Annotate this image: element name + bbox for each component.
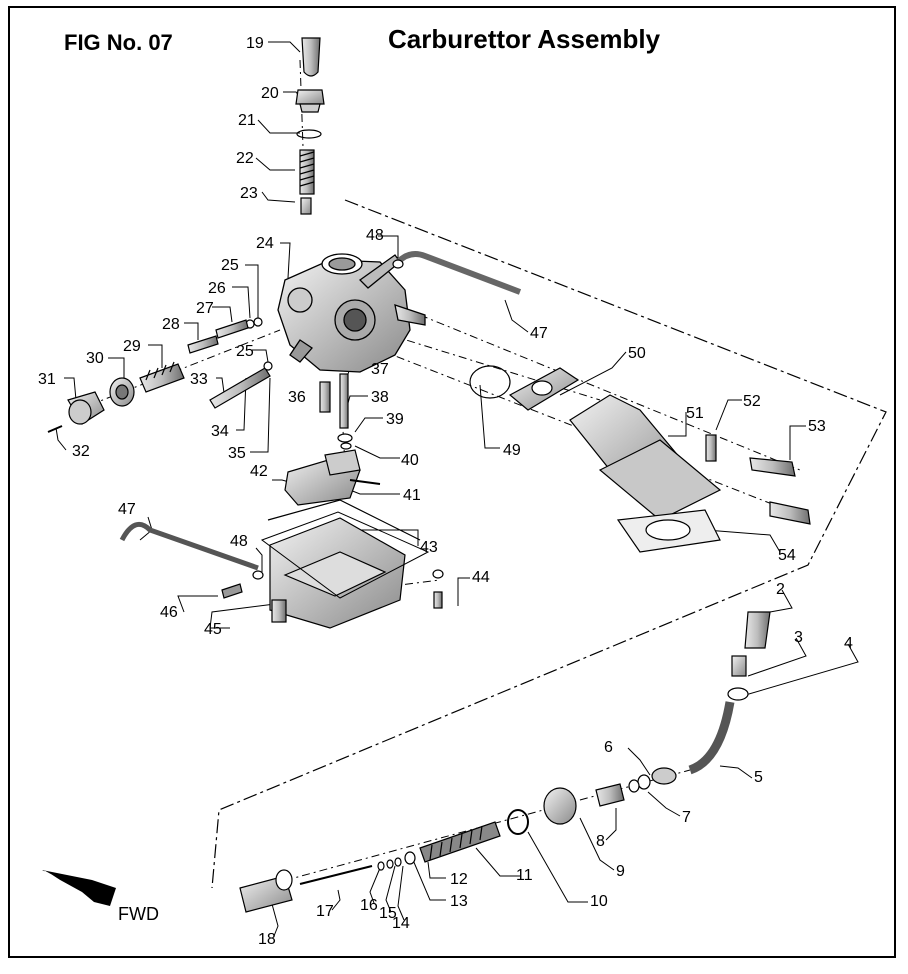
part-label-33: 33 xyxy=(190,371,208,388)
part-label-54: 54 xyxy=(778,547,796,564)
part-label-36: 36 xyxy=(288,389,306,406)
part-label-31: 31 xyxy=(38,371,56,388)
part-number-labels: 19 20 21 22 23 24 25 26 27 28 29 30 31 3… xyxy=(38,35,853,948)
part-label-52: 52 xyxy=(743,393,761,410)
part-label-46: 46 xyxy=(160,604,178,621)
side-parts xyxy=(47,317,353,450)
part-label-20: 20 xyxy=(261,85,279,102)
part-label-26: 26 xyxy=(208,280,226,297)
part-label-3: 3 xyxy=(794,629,803,646)
part-label-7: 7 xyxy=(682,809,691,826)
diagram-frame xyxy=(8,6,896,958)
part-label-25b: 25 xyxy=(236,343,254,360)
part-label-23: 23 xyxy=(240,185,258,202)
part-label-35: 35 xyxy=(228,445,246,462)
part-label-37: 37 xyxy=(371,361,389,378)
part-label-14: 14 xyxy=(392,915,410,932)
part-label-48: 48 xyxy=(366,227,384,244)
assembly-outline xyxy=(211,199,887,889)
part-label-22: 22 xyxy=(236,150,254,167)
part-label-28: 28 xyxy=(162,316,180,333)
part-label-39: 39 xyxy=(386,411,404,428)
leader-lines xyxy=(55,41,859,937)
throttle-cable xyxy=(239,611,771,913)
part-label-21: 21 xyxy=(238,112,256,129)
part-label-29: 29 xyxy=(123,338,141,355)
part-label-41: 41 xyxy=(403,487,421,504)
float xyxy=(284,449,381,506)
part-label-10: 10 xyxy=(590,893,608,910)
part-label-11: 11 xyxy=(516,867,533,884)
part-label-6: 6 xyxy=(604,739,613,756)
part-label-43: 43 xyxy=(420,539,438,556)
part-label-25: 25 xyxy=(221,257,239,274)
part-label-49: 49 xyxy=(503,442,521,459)
diagram-title: Carburettor Assembly xyxy=(388,24,661,54)
top-parts xyxy=(295,37,325,215)
part-label-50: 50 xyxy=(628,345,646,362)
part-label-5: 5 xyxy=(754,769,763,786)
figure-number: FIG No. 07 xyxy=(64,30,173,55)
part-label-32: 32 xyxy=(72,443,90,460)
part-label-13: 13 xyxy=(450,893,468,910)
part-label-27: 27 xyxy=(196,300,214,317)
part-label-53: 53 xyxy=(808,418,826,435)
part-label-30: 30 xyxy=(86,350,104,367)
float-bowl xyxy=(119,499,444,629)
part-label-16: 16 xyxy=(360,897,378,914)
part-label-19: 19 xyxy=(246,35,264,52)
intake-manifold xyxy=(469,365,722,553)
part-label-48b: 48 xyxy=(230,533,248,550)
part-label-38: 38 xyxy=(371,389,389,406)
part-label-44: 44 xyxy=(472,569,490,586)
part-label-2: 2 xyxy=(776,581,785,598)
part-label-4: 4 xyxy=(844,635,853,652)
part-label-47: 47 xyxy=(530,325,548,342)
part-label-17: 17 xyxy=(316,903,334,920)
part-label-42: 42 xyxy=(250,463,268,480)
part-label-34: 34 xyxy=(211,423,229,440)
manifold-bolts xyxy=(705,434,811,525)
part-label-24: 24 xyxy=(256,235,274,252)
part-label-12: 12 xyxy=(450,871,468,888)
part-label-15: 15 xyxy=(379,905,397,922)
part-label-9: 9 xyxy=(616,863,625,880)
carburettor-body xyxy=(277,253,426,373)
fwd-arrow: FWD xyxy=(42,870,159,924)
part-label-47b: 47 xyxy=(118,501,136,518)
fuel-hose xyxy=(392,251,522,295)
part-label-18: 18 xyxy=(258,931,276,948)
part-label-8: 8 xyxy=(596,833,605,850)
fwd-label: FWD xyxy=(118,904,159,924)
part-label-45: 45 xyxy=(204,621,222,638)
part-label-51: 51 xyxy=(686,405,704,422)
part-label-40: 40 xyxy=(401,452,419,469)
